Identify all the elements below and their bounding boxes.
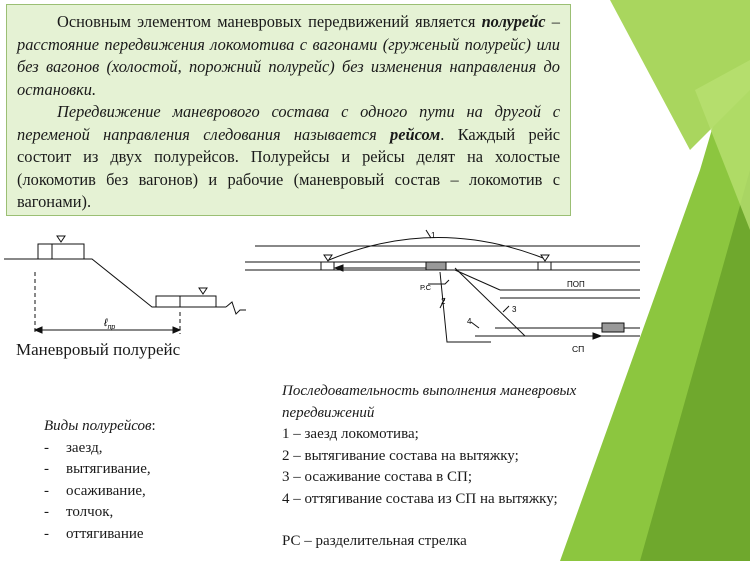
route-3-path <box>454 267 596 337</box>
run-definition: Передвижение маневрового состава с одног… <box>17 102 560 144</box>
loco-right <box>537 261 552 271</box>
loco-marker-bottom <box>198 287 208 295</box>
run-scheme-diagram: 1 Р.С 2 3 4 ПОП СП <box>245 229 640 354</box>
term-run: рейсом <box>390 124 441 144</box>
route-1-arc <box>328 237 544 261</box>
list-item: вытягивание, <box>44 459 156 481</box>
list-item: 2 – вытягивание состава на вытяжку; <box>282 447 519 464</box>
p1-lead: Основным элементом маневровых передвижен… <box>57 12 482 31</box>
green-shape-thin <box>695 60 750 230</box>
list-item: осаживание, <box>44 481 156 503</box>
paragraph-run: Передвижение маневрового состава с одног… <box>17 101 560 214</box>
sequence-block: Последовательность выполнения маневровых… <box>282 381 642 553</box>
label-1: 1 <box>431 231 436 240</box>
types-list: заезд, вытягивание, осаживание, толчок, … <box>44 438 156 546</box>
label-sp: СП <box>572 344 584 354</box>
label-rs: Р.С <box>420 283 432 292</box>
sequence-title: Последовательность выполнения маневровых… <box>282 383 577 421</box>
label-2: 2 <box>441 297 446 306</box>
term-half-run: полурейс <box>481 12 546 31</box>
diagram-caption: Маневровый полурейс <box>16 340 181 359</box>
green-shape-dark <box>640 170 750 561</box>
list-item: заезд, <box>44 438 156 460</box>
wagon-bottom <box>155 295 217 308</box>
run-explanation: . Каждый рейс состоит из двух полурейсов… <box>17 124 560 212</box>
label-3: 3 <box>512 305 517 314</box>
rs-note: РС – разделительная стрелка <box>282 533 467 549</box>
list-item: 1 – заезд локомотива; <box>282 426 419 442</box>
list-item: оттягивание <box>44 524 156 546</box>
label-4: 4 <box>467 317 472 326</box>
loco-left <box>320 261 335 271</box>
label-pop: ПОП <box>567 280 585 289</box>
loco-marker-top <box>56 235 66 243</box>
switch-pointer <box>428 279 450 285</box>
half-run-diagram: ℓпр <box>4 235 246 334</box>
list-item: 3 – осаживание состава в СП; <box>282 469 472 485</box>
types-title: Виды полурейсов: <box>44 418 156 434</box>
half-run-types: Виды полурейсов: заезд, вытягивание, оса… <box>44 416 156 545</box>
dimension-label: ℓпр <box>103 317 115 331</box>
track-end <box>225 301 246 315</box>
wagon-top <box>37 243 85 260</box>
train-in-sp <box>601 322 625 333</box>
paragraph-half-run: Основным элементом маневровых передвижен… <box>17 11 560 101</box>
sequence-list: 1 – заезд локомотива; 2 – вытягивание со… <box>282 424 642 510</box>
list-item: толчок, <box>44 502 156 524</box>
route-4-path <box>439 271 491 343</box>
train-composition <box>425 261 447 271</box>
definition-textbox: Основным элементом маневровых передвижен… <box>6 4 571 216</box>
list-item: 4 – оттягивание состава из СП на вытяжку… <box>282 490 558 507</box>
half-run-definition: – расстояние передвижения локомотива с в… <box>17 12 560 99</box>
